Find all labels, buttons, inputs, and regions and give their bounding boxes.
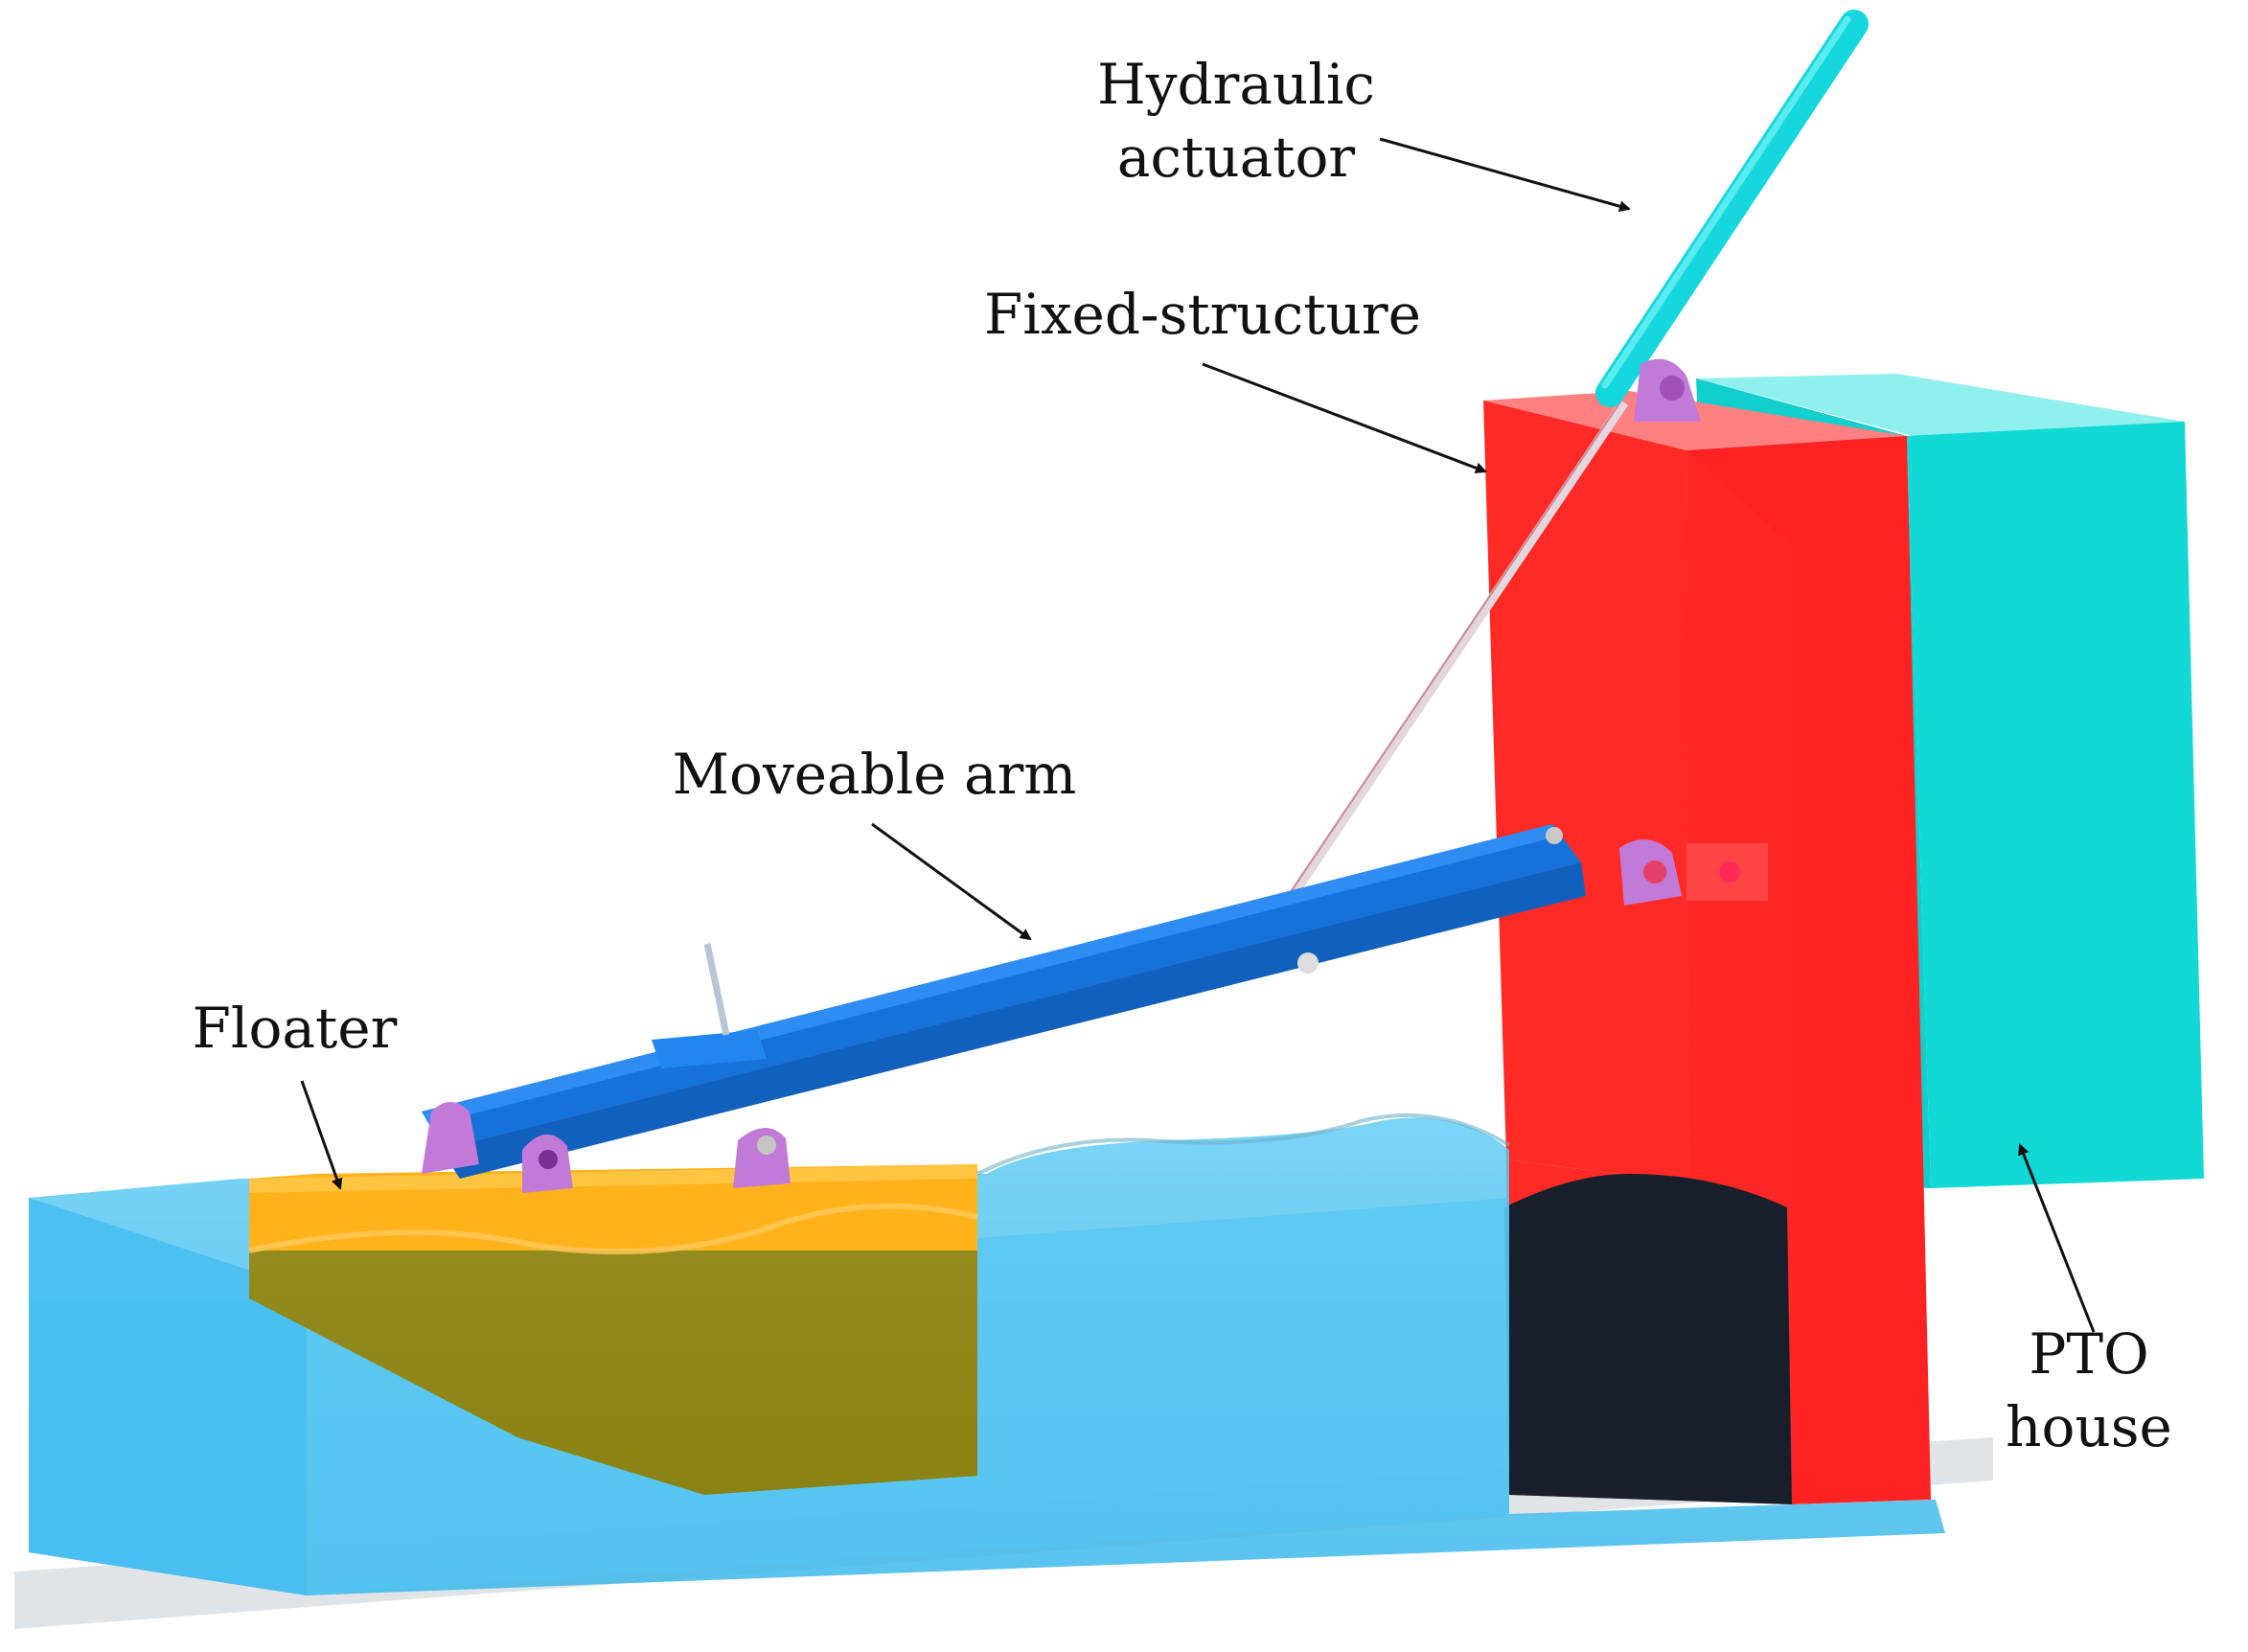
arrow-pto-house	[2018, 1143, 2096, 1333]
annotation-arrows	[300, 137, 2096, 1333]
arm-fixed-hinge	[1619, 839, 1768, 906]
hydraulic-actuator	[1265, 10, 1869, 932]
arrow-hydraulic-actuator	[1379, 137, 1631, 213]
floater-hinge-left	[422, 1102, 479, 1174]
label-pto-house: PTO house	[2006, 1321, 2172, 1459]
arrow-fixed-structure	[1202, 362, 1487, 474]
top-hinge	[1634, 358, 1701, 422]
underwater-opening	[1504, 1174, 1792, 1504]
moveable-arm	[422, 824, 1586, 1179]
label-hydraulic-actuator: Hydraulic actuator	[1097, 52, 1375, 190]
label-floater: Floater	[192, 996, 398, 1061]
floater-hinge-middle	[522, 1134, 573, 1193]
floater-body	[248, 1164, 978, 1495]
wave-surface	[976, 1113, 1511, 1176]
floater-hinge-right	[733, 1127, 791, 1188]
small-rod	[703, 943, 730, 1036]
label-fixed-structure: Fixed-structure	[984, 282, 1421, 347]
arrow-moveable-arm	[871, 822, 1032, 941]
label-moveable-arm: Moveable arm	[672, 742, 1077, 807]
arrow-floater	[300, 1080, 343, 1190]
